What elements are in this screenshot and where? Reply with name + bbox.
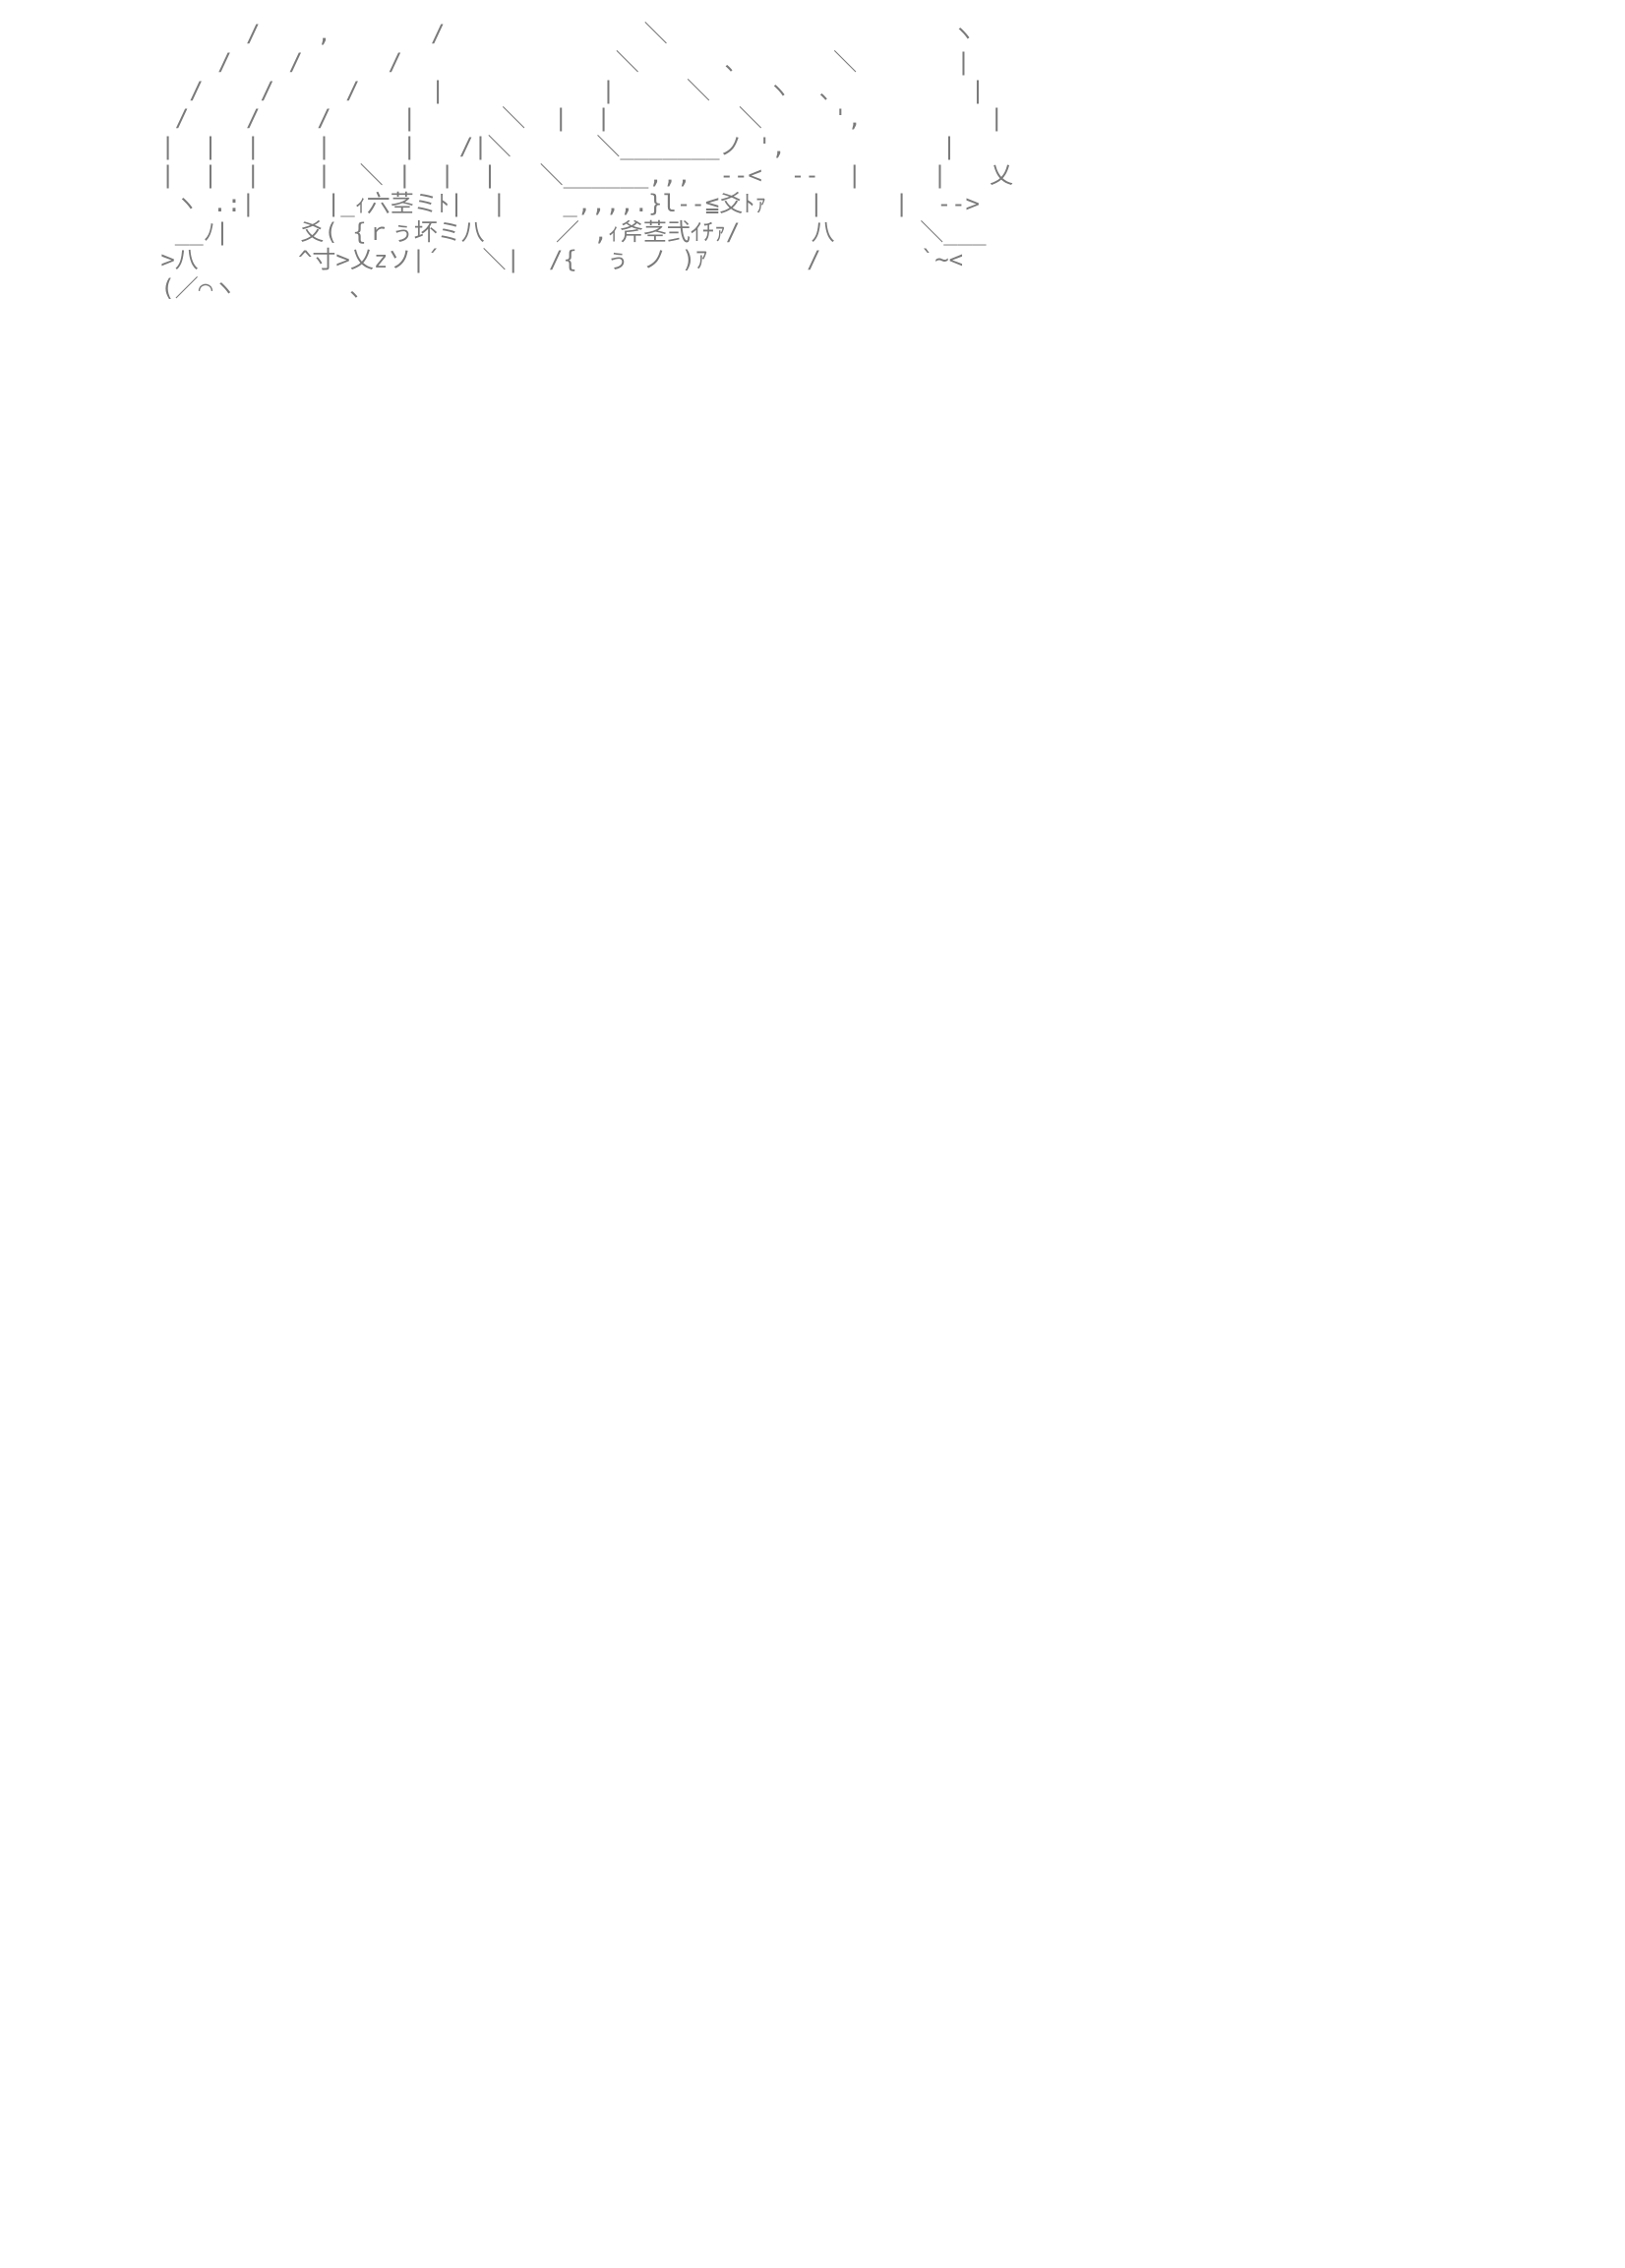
ascii-art-tanya-1: / , / ＼ ヽ / / / ＼ 、 ＼ | / / / | | ＼ ヽ 、 … bbox=[160, 20, 1014, 303]
